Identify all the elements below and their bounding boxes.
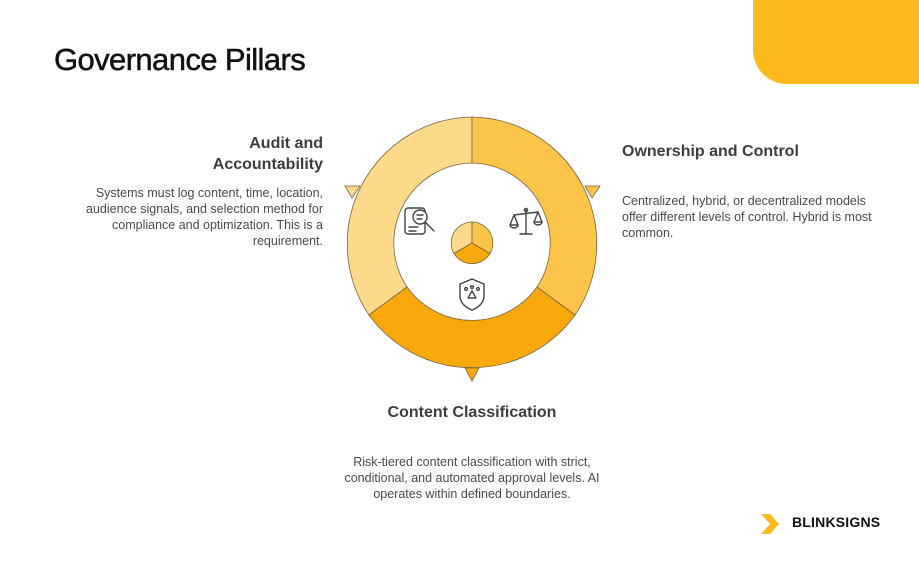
balance-scale-icon: [509, 207, 543, 235]
chevron-right-icon: [761, 514, 779, 534]
corner-decoration: [753, 0, 919, 84]
search-document-icon: [404, 207, 435, 235]
brand-logo: BLINKSIGNS: [760, 512, 880, 532]
brand-name: BLINKSIGNS: [792, 514, 881, 530]
ownership-title: Ownership and Control: [622, 143, 799, 160]
ring-segment-audit: [346, 116, 473, 316]
arrow-tip-right: [584, 185, 601, 199]
ring-segment-content: [368, 286, 576, 369]
content-title: Content Classification: [387, 404, 557, 421]
arrow-tip-bottom: [464, 367, 480, 382]
brand-logo-mark: [760, 512, 782, 532]
center-hub: [450, 221, 494, 265]
ownership-description: Centralized, hybrid, or decentralized mo…: [622, 194, 872, 240]
audit-title: Audit and Accountability: [212, 135, 323, 173]
content-description: Risk-tiered content classification with …: [344, 455, 600, 501]
audit-description: Systems must log content, time, location…: [86, 186, 323, 248]
page-title: Governance Pillars: [54, 42, 306, 78]
ring-segment-ownership: [471, 116, 598, 316]
arrow-tip-left: [344, 185, 361, 199]
shield-icon: [459, 278, 485, 311]
